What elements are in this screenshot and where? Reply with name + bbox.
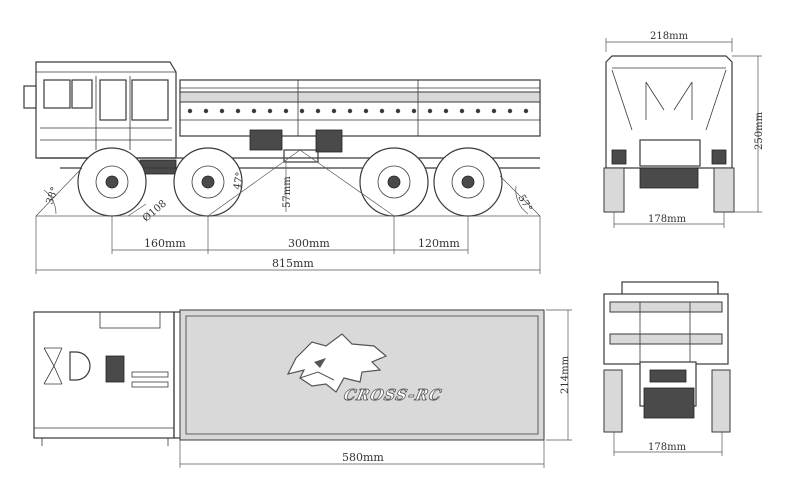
rivet <box>443 108 449 114</box>
rivet <box>299 108 305 114</box>
ground-clearance-label: 57mm <box>282 176 293 208</box>
front-height-label: 250mm <box>754 111 765 150</box>
top-bed-length-label: 580mm <box>342 451 384 464</box>
wheel-diameter-label: Ø108 <box>141 198 169 224</box>
rivet <box>427 108 433 114</box>
wheel <box>77 147 147 217</box>
wheel <box>173 147 243 217</box>
top-vent-grille <box>131 371 169 388</box>
front-view: 218mm 250mm 178mm <box>603 31 765 228</box>
rivet <box>267 108 273 114</box>
rivet <box>331 108 337 114</box>
wheelbase-front-label: 160mm <box>144 237 186 250</box>
rivet <box>395 108 401 114</box>
wheel <box>359 147 429 217</box>
side-wheels <box>77 147 503 217</box>
rivet <box>203 108 209 114</box>
rivet <box>523 108 529 114</box>
cargo-bed <box>179 79 541 163</box>
rivet <box>315 108 321 114</box>
rivet <box>475 108 481 114</box>
top-view: CROSS-RC 580mm 214mm <box>33 309 572 468</box>
rivet <box>363 108 369 114</box>
rivet <box>411 108 417 114</box>
rivet <box>251 108 257 114</box>
rivet <box>219 108 225 114</box>
rivet <box>235 108 241 114</box>
brand-logo-text: CROSS-RC <box>342 386 444 404</box>
rivet <box>187 108 193 114</box>
total-length-label: 815mm <box>272 257 314 270</box>
side-view: 38° 57° 47° 57mm Ø108 160mm 300mm 120mm … <box>23 61 541 274</box>
wheelbase-mid-label: 300mm <box>288 237 330 250</box>
front-track-label: 178mm <box>648 214 687 225</box>
departure-angle-label: 57° <box>515 193 533 214</box>
rivet <box>507 108 513 114</box>
rear-track-label: 178mm <box>648 442 687 453</box>
rivet <box>347 108 353 114</box>
top-bed-width-label: 214mm <box>560 355 571 394</box>
breakover-angle-label: 47° <box>232 171 246 190</box>
rivet <box>459 108 465 114</box>
cab <box>23 61 177 175</box>
rear-view: 178mm <box>603 281 731 456</box>
rivet <box>283 108 289 114</box>
approach-angle-label: 38° <box>44 186 60 206</box>
wheel <box>433 147 503 217</box>
wolf-head-icon <box>286 333 388 393</box>
front-top-width-label: 218mm <box>650 31 689 42</box>
rivet <box>379 108 385 114</box>
bed-rivets <box>187 108 529 114</box>
wheelbase-rear-label: 120mm <box>418 237 460 250</box>
rivet <box>491 108 497 114</box>
